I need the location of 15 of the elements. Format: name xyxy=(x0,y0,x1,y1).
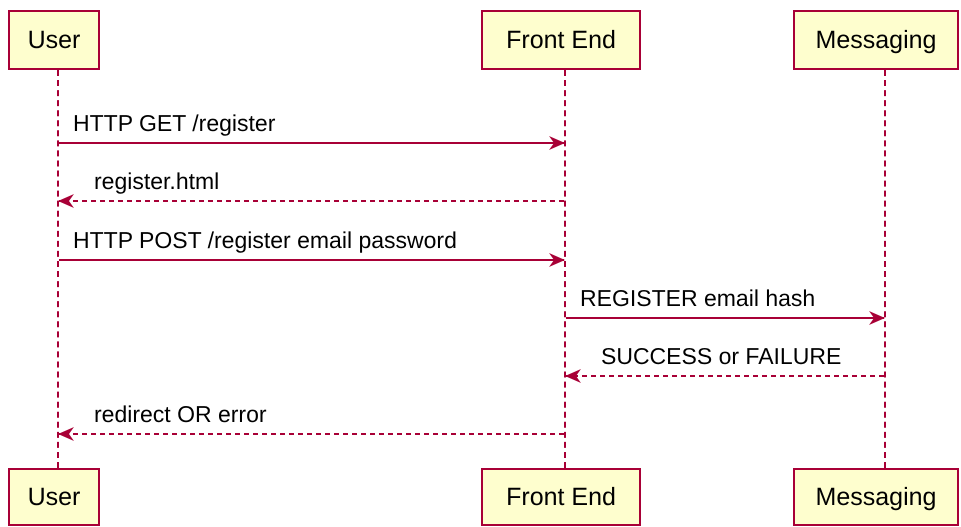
participant-box: Messaging xyxy=(793,468,959,526)
message-arrow xyxy=(565,369,884,383)
participant-box: Messaging xyxy=(793,10,959,70)
message-arrow xyxy=(59,253,565,267)
message-arrow xyxy=(566,311,885,325)
message-arrow xyxy=(58,427,564,441)
lifeline xyxy=(884,70,886,468)
participant-box: User xyxy=(8,10,100,70)
lifeline xyxy=(564,70,566,468)
participant-box: Front End xyxy=(481,10,641,70)
participant-box: Front End xyxy=(481,468,641,526)
lifeline xyxy=(57,70,59,468)
message-arrow xyxy=(59,136,565,150)
participant-box: User xyxy=(8,468,100,526)
message-arrow xyxy=(58,194,564,208)
